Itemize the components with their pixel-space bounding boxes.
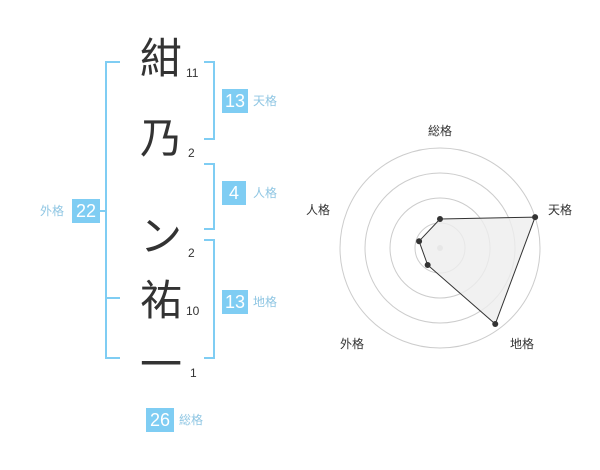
- tenkaku-label: 天格: [253, 94, 278, 108]
- radar-grid-ring: [339, 147, 541, 349]
- name-char-4: 祐: [139, 276, 182, 325]
- stroke-count-1: 11: [186, 66, 199, 80]
- radar-point: [416, 238, 423, 245]
- radar-axis-label-chikaku: 地格: [510, 337, 535, 351]
- name-char-5: 一: [139, 340, 182, 389]
- radar-point: [532, 214, 539, 221]
- radar-axis-label-tenkaku: 天格: [548, 203, 573, 217]
- tenkaku-badge: 13: [222, 89, 248, 113]
- chikaku-badge: 13: [222, 290, 248, 314]
- soukaku-label: 総格: [179, 413, 204, 427]
- radar-point: [492, 321, 499, 328]
- name-char-3: ン: [139, 212, 182, 261]
- gaikaku-label: 外格: [40, 204, 65, 218]
- jinkaku-bracket: [204, 163, 215, 230]
- radar-point: [437, 216, 443, 222]
- name-char-1: 紺: [139, 34, 182, 83]
- name-char-2: 乃: [139, 114, 182, 163]
- jinkaku-label: 人格: [253, 186, 278, 200]
- stroke-count-2: 2: [188, 146, 195, 160]
- radar-value-polygon: [418, 216, 536, 325]
- chikaku-label: 地格: [253, 295, 278, 309]
- radar-axis-label-soukaku: 総格: [428, 124, 453, 138]
- stroke-count-3: 2: [188, 246, 195, 260]
- tenkaku-bracket: [204, 61, 215, 140]
- stroke-count-5: 1: [190, 366, 197, 380]
- radar-axis-label-jinkaku: 人格: [306, 203, 331, 217]
- radar-axis-label-gaikaku: 外格: [340, 337, 365, 351]
- jinkaku-badge: 4: [222, 181, 246, 205]
- gaikaku-badge: 22: [72, 199, 100, 223]
- stroke-count-4: 10: [186, 304, 200, 318]
- radar-point: [424, 261, 431, 268]
- chikaku-bracket: [204, 239, 215, 359]
- soukaku-badge: 26: [146, 408, 174, 432]
